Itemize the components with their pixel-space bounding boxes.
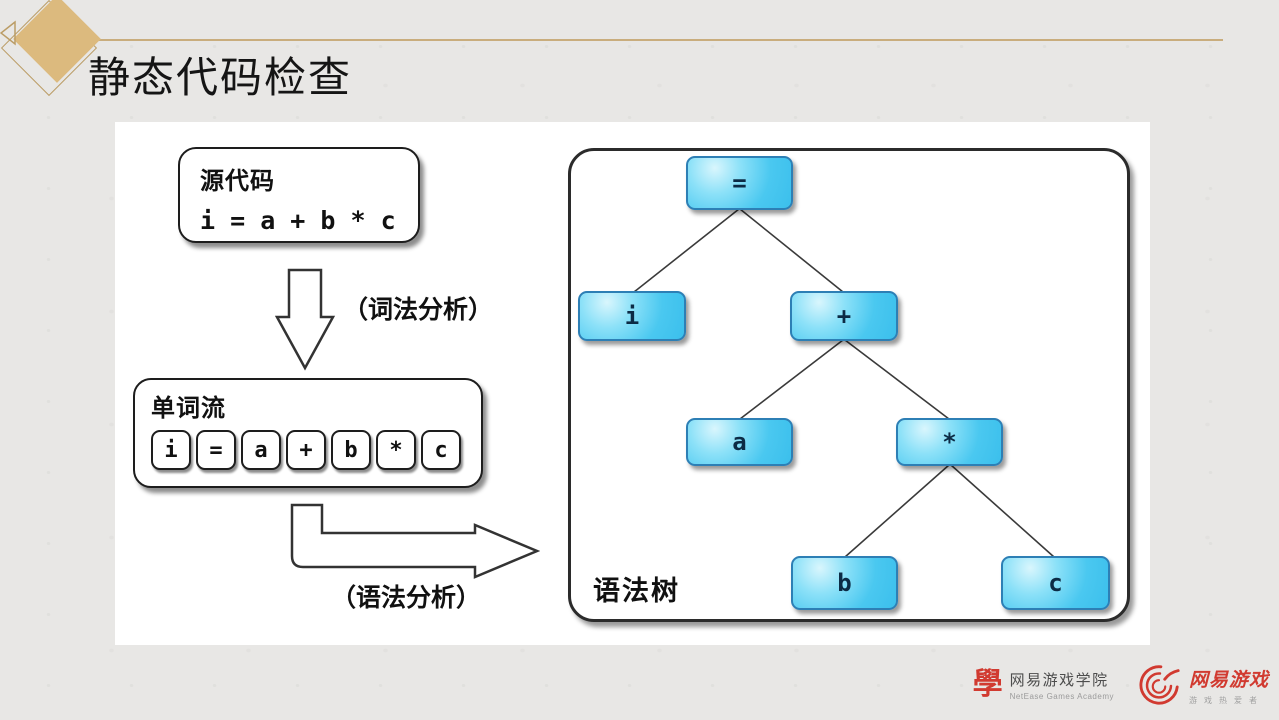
netease-academy-logo: 學 网易游戏学院 NetEase Games Academy [972,668,1114,702]
source-code-text: i = a + b * c [200,206,396,235]
source-code-label: 源代码 [200,168,275,195]
footer-logos: 學 网易游戏学院 NetEase Games Academy 网易游戏 游戏热爱… [973,662,1269,708]
token-stream-box: 单词流 i = a + b * c [133,378,483,488]
bent-right-arrow-icon [290,503,540,579]
page-title: 静态代码检查 [88,54,353,101]
token-chip: * [376,430,416,470]
token-chip: i [151,430,191,470]
token-chip-row: i = a + b * c [151,430,481,470]
token-chip: + [286,430,326,470]
tree-node-plus: + [790,291,898,341]
diagram-panel: 源代码 i = a + b * c （词法分析） 单词流 i = a + b *… [115,122,1150,645]
netease-games-logo: 网易游戏 游戏热爱者 [1136,662,1269,708]
syntax-analysis-label: （语法分析） [331,584,482,612]
lexical-analysis-label: （词法分析） [343,296,494,324]
tree-node-multiply: * [896,418,1003,466]
academy-seal-icon: 學 [972,668,1003,701]
edge-triangle-decoration [0,20,16,46]
tree-node-i: i [578,291,686,341]
tree-node-assign: = [686,156,793,210]
games-name: 网易游戏 [1188,669,1269,691]
syntax-tree-box: = i + a * b c 语法树 [568,148,1130,622]
down-arrow-icon [275,268,336,371]
academy-subtitle: NetEase Games Academy [1009,692,1114,701]
academy-name: 网易游戏学院 [1009,672,1109,689]
token-chip: c [421,430,461,470]
source-code-box: 源代码 i = a + b * c [178,147,420,243]
tree-node-b: b [791,556,898,610]
token-chip: b [331,430,371,470]
title-divider-line [95,39,1223,41]
netease-swirl-icon [1139,665,1180,705]
syntax-tree-label: 语法树 [593,576,680,606]
tree-node-a: a [686,418,793,466]
token-stream-label: 单词流 [151,395,226,422]
tree-edges [633,208,1055,558]
tree-node-c: c [1001,556,1110,610]
token-chip: = [196,430,236,470]
games-tagline: 游戏热爱者 [1188,695,1264,705]
token-chip: a [241,430,281,470]
